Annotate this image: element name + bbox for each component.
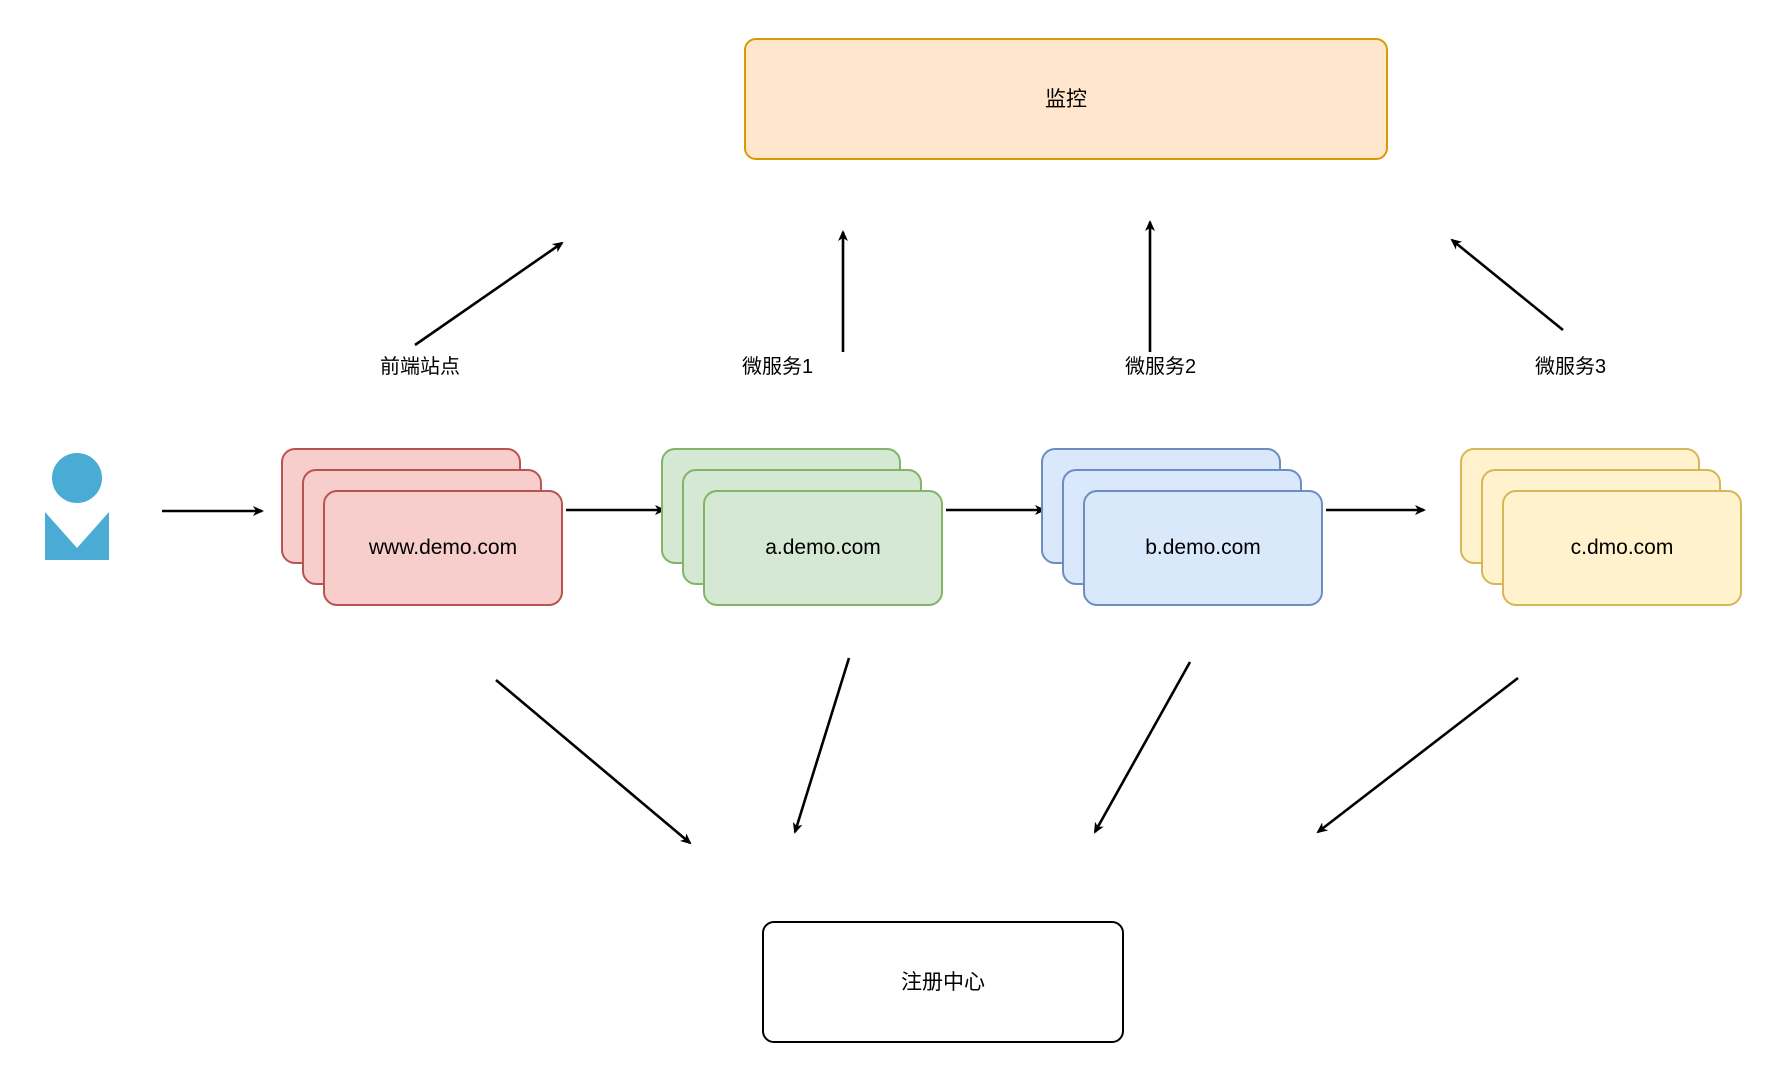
service-card-label: b.demo.com <box>1145 536 1261 559</box>
user-body-notch <box>60 512 94 534</box>
monitor-label: 监控 <box>1045 87 1087 111</box>
monitor-node[interactable]: 监控 <box>744 38 1388 160</box>
edge-label-ms1: 微服务1 <box>742 356 814 378</box>
service-card-primary[interactable]: www.demo.com <box>323 490 563 606</box>
user-actor-icon <box>45 453 109 560</box>
service-stack-www[interactable]: www.demo.com <box>281 448 565 608</box>
arrow-c-to-registry <box>1316 676 1519 834</box>
service-card-primary[interactable]: b.demo.com <box>1083 490 1323 606</box>
edge-label-frontend: 前端站点 <box>380 356 460 378</box>
user-head-shape <box>52 453 102 503</box>
service-card-label: www.demo.com <box>368 536 518 559</box>
edge-label-ms3: 微服务3 <box>1535 356 1607 378</box>
arrow-c-to-monitor <box>1450 238 1564 332</box>
service-card-label: a.demo.com <box>765 536 881 559</box>
edge-label-ms2: 微服务2 <box>1125 356 1197 378</box>
registry-node[interactable]: 注册中心 <box>762 921 1124 1043</box>
service-card-label: c.dmo.com <box>1570 536 1674 559</box>
arrow-www-to-monitor <box>414 241 564 347</box>
user-body-shape <box>45 512 109 560</box>
service-stack-a[interactable]: a.demo.com <box>661 448 945 608</box>
service-stack-b[interactable]: b.demo.com <box>1041 448 1325 608</box>
service-card-primary[interactable]: c.dmo.com <box>1502 490 1742 606</box>
service-card-primary[interactable]: a.demo.com <box>703 490 943 606</box>
registry-label: 注册中心 <box>901 970 985 994</box>
arrow-www-to-registry <box>495 679 692 845</box>
service-stack-c[interactable]: c.dmo.com <box>1460 448 1744 608</box>
arrow-a-to-registry <box>792 657 851 834</box>
arrow-b-to-registry <box>1093 661 1192 834</box>
